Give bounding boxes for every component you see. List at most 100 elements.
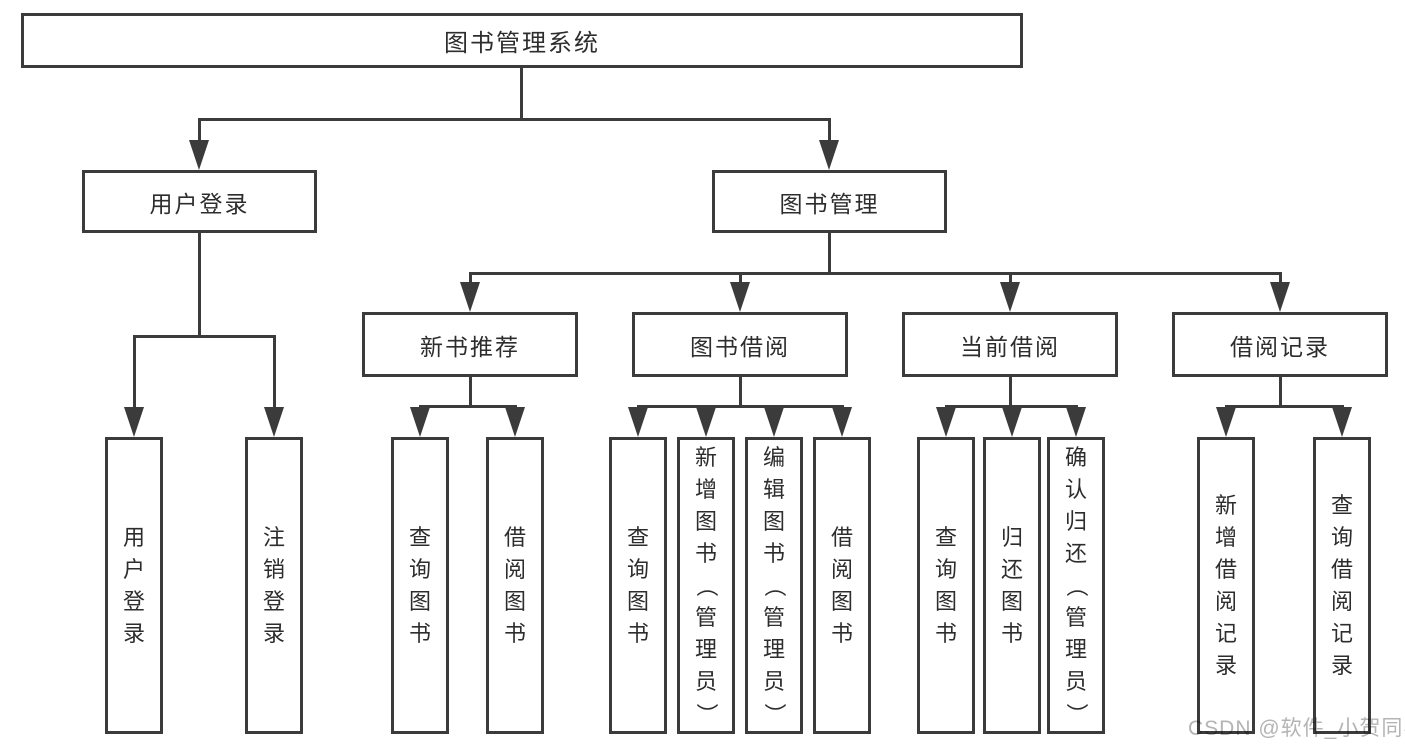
vtext-char: 用 (122, 524, 145, 550)
connector-line (132, 335, 276, 338)
vtext-char: 销 (262, 556, 285, 582)
vtext-char: 记 (1330, 620, 1353, 646)
vtext-char: ） (693, 702, 719, 725)
leaf-current-return-books: 归还图书 (983, 437, 1041, 734)
arrowhead-down-icon (730, 282, 750, 312)
vtext-char: 登 (122, 588, 145, 614)
connector-line (827, 233, 831, 275)
vtext-char: 录 (122, 620, 145, 646)
connector-line (468, 272, 1282, 275)
vtext-char: 借 (503, 524, 526, 550)
leaf-borrow-borrow-books: 借阅图书 (813, 437, 871, 734)
arrowhead-down-icon (832, 407, 852, 437)
arrowhead-down-icon (505, 407, 525, 437)
arrowhead-down-icon (936, 407, 956, 437)
leaf-records-query-record: 查询借阅记录 (1313, 437, 1371, 734)
vtext-char: （ (693, 574, 719, 597)
connector-line (738, 377, 742, 408)
connector-line (197, 118, 831, 121)
vtext-char: （ (761, 574, 787, 597)
arrowhead-down-icon (1002, 407, 1022, 437)
vtext-char: ） (761, 702, 787, 725)
node-book-management: 图书管理 (712, 170, 947, 233)
node-book-borrow: 图书借阅 (632, 312, 848, 377)
vtext-char: 确 (1064, 444, 1087, 470)
vtext-char: 图 (934, 588, 957, 614)
node-user-login: 用户登录 (82, 170, 317, 233)
connector-line (519, 68, 523, 120)
vtext-char: 书 (626, 620, 649, 646)
vtext-char: 借 (830, 524, 853, 550)
connector-line (468, 377, 472, 408)
leaf-recommend-borrow-books: 借阅图书 (486, 437, 544, 734)
leaf-borrow-query-books: 查询图书 (609, 437, 667, 734)
arrowhead-down-icon (1000, 282, 1020, 312)
arrowhead-down-icon (460, 282, 480, 312)
leaf-borrow-edit-books-admin: 编辑图书（管理员） (745, 437, 803, 734)
vtext-char: 辑 (762, 476, 785, 502)
arrowhead-down-icon (628, 407, 648, 437)
vtext-char: 询 (408, 556, 431, 582)
vtext-char: 阅 (830, 556, 853, 582)
arrowhead-down-icon (1216, 407, 1236, 437)
connector-line (197, 118, 201, 142)
connector-line (827, 118, 831, 142)
vtext-char: 图 (830, 588, 853, 614)
vtext-char: 书 (694, 540, 717, 566)
vtext-char: 询 (626, 556, 649, 582)
vtext-char: 借 (1214, 556, 1237, 582)
connector-line (1278, 272, 1282, 284)
arrowhead-down-icon (124, 407, 144, 437)
vtext-char: （ (1063, 574, 1089, 597)
arrowhead-down-icon (410, 407, 430, 437)
vtext-char: 图 (503, 588, 526, 614)
vtext-char: 书 (408, 620, 431, 646)
vtext-char: 理 (694, 636, 717, 662)
vtext-char: 图 (408, 588, 431, 614)
node-current-borrow: 当前借阅 (902, 312, 1118, 377)
vtext-char: 增 (1214, 524, 1237, 550)
leaf-user-login: 用户登录 (105, 437, 163, 734)
connector-line (272, 335, 276, 409)
vtext-char: 员 (694, 668, 717, 694)
node-new-book-recommend: 新书推荐 (362, 312, 578, 377)
vtext-char: 理 (1064, 636, 1087, 662)
vtext-char: 新 (1214, 492, 1237, 518)
vtext-char: 图 (694, 508, 717, 534)
leaf-borrow-add-books-admin: 新增图书（管理员） (677, 437, 735, 734)
leaf-logout: 注销登录 (245, 437, 303, 734)
vtext-char: 还 (1000, 556, 1023, 582)
arrowhead-down-icon (1270, 282, 1290, 312)
vtext-char: 管 (1064, 604, 1087, 630)
vtext-char: 询 (1330, 524, 1353, 550)
vtext-char: 阅 (1214, 588, 1237, 614)
vtext-char: 查 (626, 524, 649, 550)
connector-line (1008, 272, 1012, 284)
vtext-char: 查 (1330, 492, 1353, 518)
connector-line (636, 405, 844, 408)
vtext-char: 登 (262, 588, 285, 614)
vtext-char: 员 (1064, 668, 1087, 694)
connector-line (197, 233, 201, 338)
vtext-char: 录 (1330, 652, 1353, 678)
vtext-char: 书 (934, 620, 957, 646)
connector-line (468, 272, 472, 284)
vtext-char: 归 (1000, 524, 1023, 550)
connector-line (738, 272, 742, 284)
vtext-char: 录 (262, 620, 285, 646)
vtext-char: 记 (1214, 620, 1237, 646)
vtext-char: 员 (762, 668, 785, 694)
vtext-char: 书 (1000, 620, 1023, 646)
vtext-char: 图 (626, 588, 649, 614)
vtext-char: 阅 (1330, 588, 1353, 614)
vtext-char: 增 (694, 476, 717, 502)
vtext-char: 注 (262, 524, 285, 550)
vtext-char: 书 (503, 620, 526, 646)
watermark-text: CSDN @软件_小贺同学 (1188, 717, 1405, 740)
arrowhead-down-icon (819, 140, 839, 170)
vtext-char: 录 (1214, 652, 1237, 678)
arrowhead-down-icon (264, 407, 284, 437)
leaf-records-add-record: 新增借阅记录 (1197, 437, 1255, 734)
vtext-char: 查 (408, 524, 431, 550)
